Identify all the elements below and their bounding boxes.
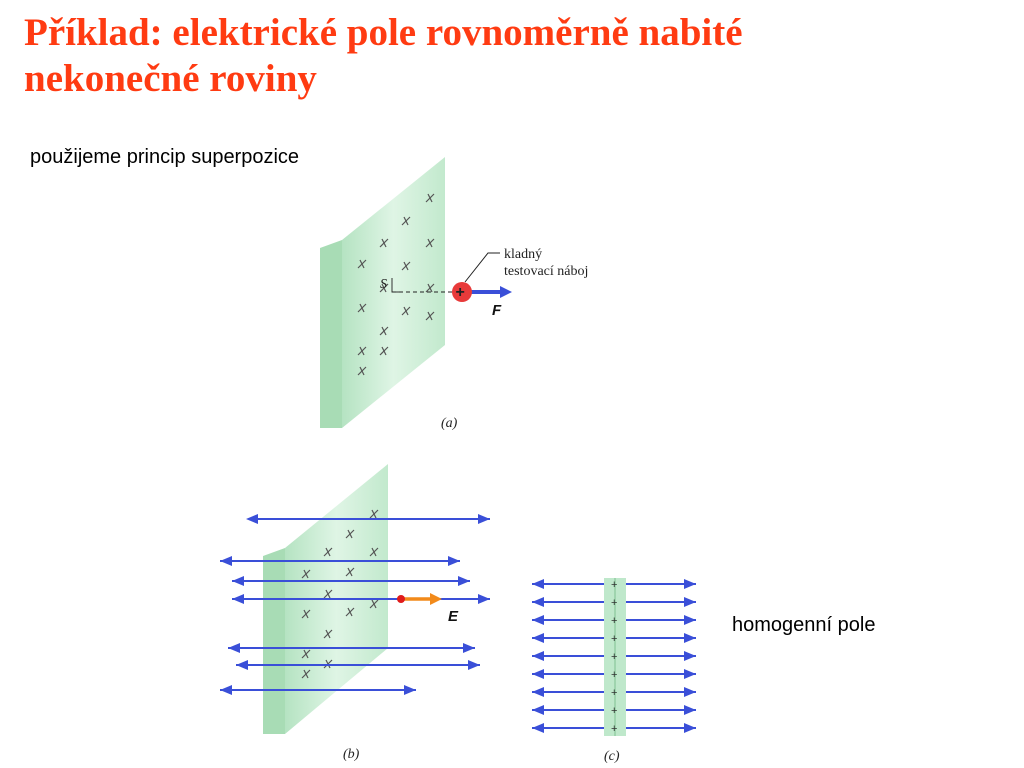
- svg-text:+: +: [611, 669, 617, 681]
- homogeneous-field-note: homogenní pole: [732, 614, 876, 636]
- figure-b-caption: (b): [343, 747, 360, 762]
- figure-c-diagram: + + + + + + + + + (c): [532, 578, 696, 764]
- slide-title-line1: Příklad: elektrické pole rovnoměrně nabi…: [24, 11, 743, 54]
- field-lines-c: [532, 579, 696, 733]
- force-arrowhead: [500, 286, 512, 298]
- superposition-note: použijeme princip superpozice: [30, 146, 300, 168]
- svg-text:+: +: [611, 633, 617, 645]
- field-point: [397, 595, 405, 603]
- svg-text:+: +: [611, 687, 617, 699]
- svg-text:+: +: [611, 579, 617, 591]
- plate-charges-a: [357, 193, 435, 376]
- figure-b-diagram: E (b): [220, 464, 490, 762]
- field-vector-label: E: [448, 608, 459, 625]
- field-lines-b: [220, 514, 490, 695]
- svg-text:+: +: [611, 615, 617, 627]
- slide-title: Příklad: elektrické pole rovnoměrně nabi…: [24, 10, 1004, 102]
- plate-side-a: [320, 240, 342, 428]
- point-s-label: S: [380, 277, 387, 292]
- svg-text:+: +: [611, 597, 617, 609]
- svg-text:+: +: [611, 651, 617, 663]
- figure-a-caption: (a): [441, 416, 458, 431]
- plate-side-b: [263, 548, 285, 734]
- plate-charges-c: + + + + + + + + +: [611, 579, 617, 735]
- test-charge-plus: +: [456, 284, 465, 301]
- field-vector-e-arrowhead: [430, 593, 442, 605]
- svg-text:+: +: [611, 705, 617, 717]
- force-label: F: [492, 302, 502, 319]
- callout-leader: [464, 252, 500, 283]
- slide-title-line2: nekonečné roviny: [24, 57, 317, 100]
- svg-text:+: +: [611, 723, 617, 735]
- callout-line2: testovací náboj: [504, 264, 588, 279]
- callout-line1: kladný: [504, 247, 542, 262]
- figure-c-caption: (c): [604, 749, 620, 764]
- test-charge: [452, 282, 472, 302]
- plate-charges-b: [301, 509, 379, 679]
- figure-a-diagram: S F + kladný testovací náboj (a): [320, 157, 588, 431]
